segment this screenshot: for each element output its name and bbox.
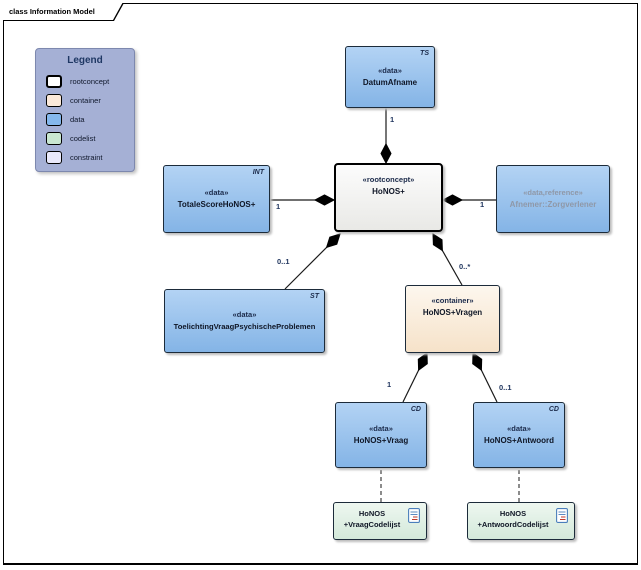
- multiplicity-antwoord: 0..1: [499, 383, 512, 392]
- rootconcept-swatch: [46, 75, 62, 88]
- codelist-swatch: [46, 132, 62, 145]
- legend-label: rootconcept: [70, 77, 110, 86]
- multiplicity-totalescore: 1: [276, 202, 281, 211]
- type-tag: CD: [410, 406, 421, 413]
- node-name: TotaleScoreHoNOS+: [177, 200, 256, 209]
- stereotype: «data»: [378, 66, 402, 75]
- diagram-title: class Information Model: [3, 3, 123, 20]
- multiplicity-vraag: 1: [387, 380, 392, 389]
- legend-item-rootconcept: rootconcept: [46, 72, 134, 91]
- constraint-swatch: [46, 151, 62, 164]
- legend-label: codelist: [70, 134, 96, 143]
- legend-panel: Legend rootconcept container data codeli…: [35, 48, 135, 172]
- node-name: ToelichtingVraagPsychischeProblemen: [173, 322, 316, 331]
- stereotype: «data»: [232, 310, 257, 319]
- node-name-line1: HoNOS: [358, 509, 386, 518]
- node-afnemer-zorgverlener[interactable]: «data,reference» Afnemer::Zorgverlener: [496, 165, 610, 233]
- node-antwoordcodelijst[interactable]: HoNOS +AntwoordCodelijst: [467, 502, 575, 540]
- stereotype: «data»: [204, 188, 229, 197]
- diagram-title-tab: class Information Model: [3, 3, 124, 21]
- stereotype: «data»: [369, 424, 393, 433]
- codelist-document-icon: [408, 508, 420, 528]
- codelist-document-icon: [556, 508, 568, 528]
- multiplicity-datumafname: 1: [390, 115, 395, 124]
- type-tag: TS: [420, 50, 429, 57]
- legend-item-codelist: codelist: [46, 129, 134, 148]
- node-name: HoNOS+: [372, 187, 405, 196]
- stereotype: «rootconcept»: [362, 175, 415, 184]
- legend-item-constraint: constraint: [46, 148, 134, 167]
- node-antwoord[interactable]: CD «data» HoNOS+Antwoord: [473, 402, 565, 468]
- stereotype: «data,reference»: [523, 188, 583, 197]
- stereotype: «container»: [431, 296, 474, 305]
- type-tag: ST: [310, 293, 319, 300]
- node-name: HoNOS+Vraag: [353, 436, 409, 445]
- node-totalescore[interactable]: INT «data» TotaleScoreHoNOS+: [163, 165, 270, 233]
- node-honos[interactable]: «rootconcept» HoNOS+: [334, 163, 443, 232]
- node-name: HoNOS+Vragen: [422, 308, 483, 317]
- node-name: DatumAfname: [362, 78, 418, 87]
- stereotype: «data»: [507, 424, 531, 433]
- legend-label: data: [70, 115, 85, 124]
- node-toelichting[interactable]: ST «data» ToelichtingVraagPsychischeProb…: [164, 289, 325, 353]
- uml-frame-border: [3, 3, 638, 565]
- node-name: HoNOS+Antwoord: [484, 436, 554, 445]
- node-name-line1: HoNOS: [499, 509, 527, 518]
- data-swatch: [46, 113, 62, 126]
- legend-title: Legend: [67, 55, 103, 66]
- node-vraag[interactable]: CD «data» HoNOS+Vraag: [335, 402, 427, 468]
- type-tag: INT: [252, 169, 264, 176]
- node-name-line2: +AntwoordCodelijst: [477, 520, 549, 529]
- multiplicity-toelichting: 0..1: [277, 257, 290, 266]
- node-vragen[interactable]: «container» HoNOS+Vragen: [405, 285, 500, 353]
- legend-item-data: data: [46, 110, 134, 129]
- container-swatch: [46, 94, 62, 107]
- multiplicity-vragen: 0..*: [459, 262, 471, 271]
- node-name: Afnemer::Zorgverlener: [509, 200, 597, 209]
- node-vraagcodelijst[interactable]: HoNOS +VraagCodelijst: [333, 502, 427, 540]
- node-name-line2: +VraagCodelijst: [343, 520, 401, 529]
- legend-label: constraint: [70, 153, 103, 162]
- type-tag: CD: [548, 406, 559, 413]
- legend-item-container: container: [46, 91, 134, 110]
- node-datumafname[interactable]: TS «data» DatumAfname: [345, 46, 435, 108]
- legend-label: container: [70, 96, 101, 105]
- multiplicity-afnemer: 1: [480, 200, 485, 209]
